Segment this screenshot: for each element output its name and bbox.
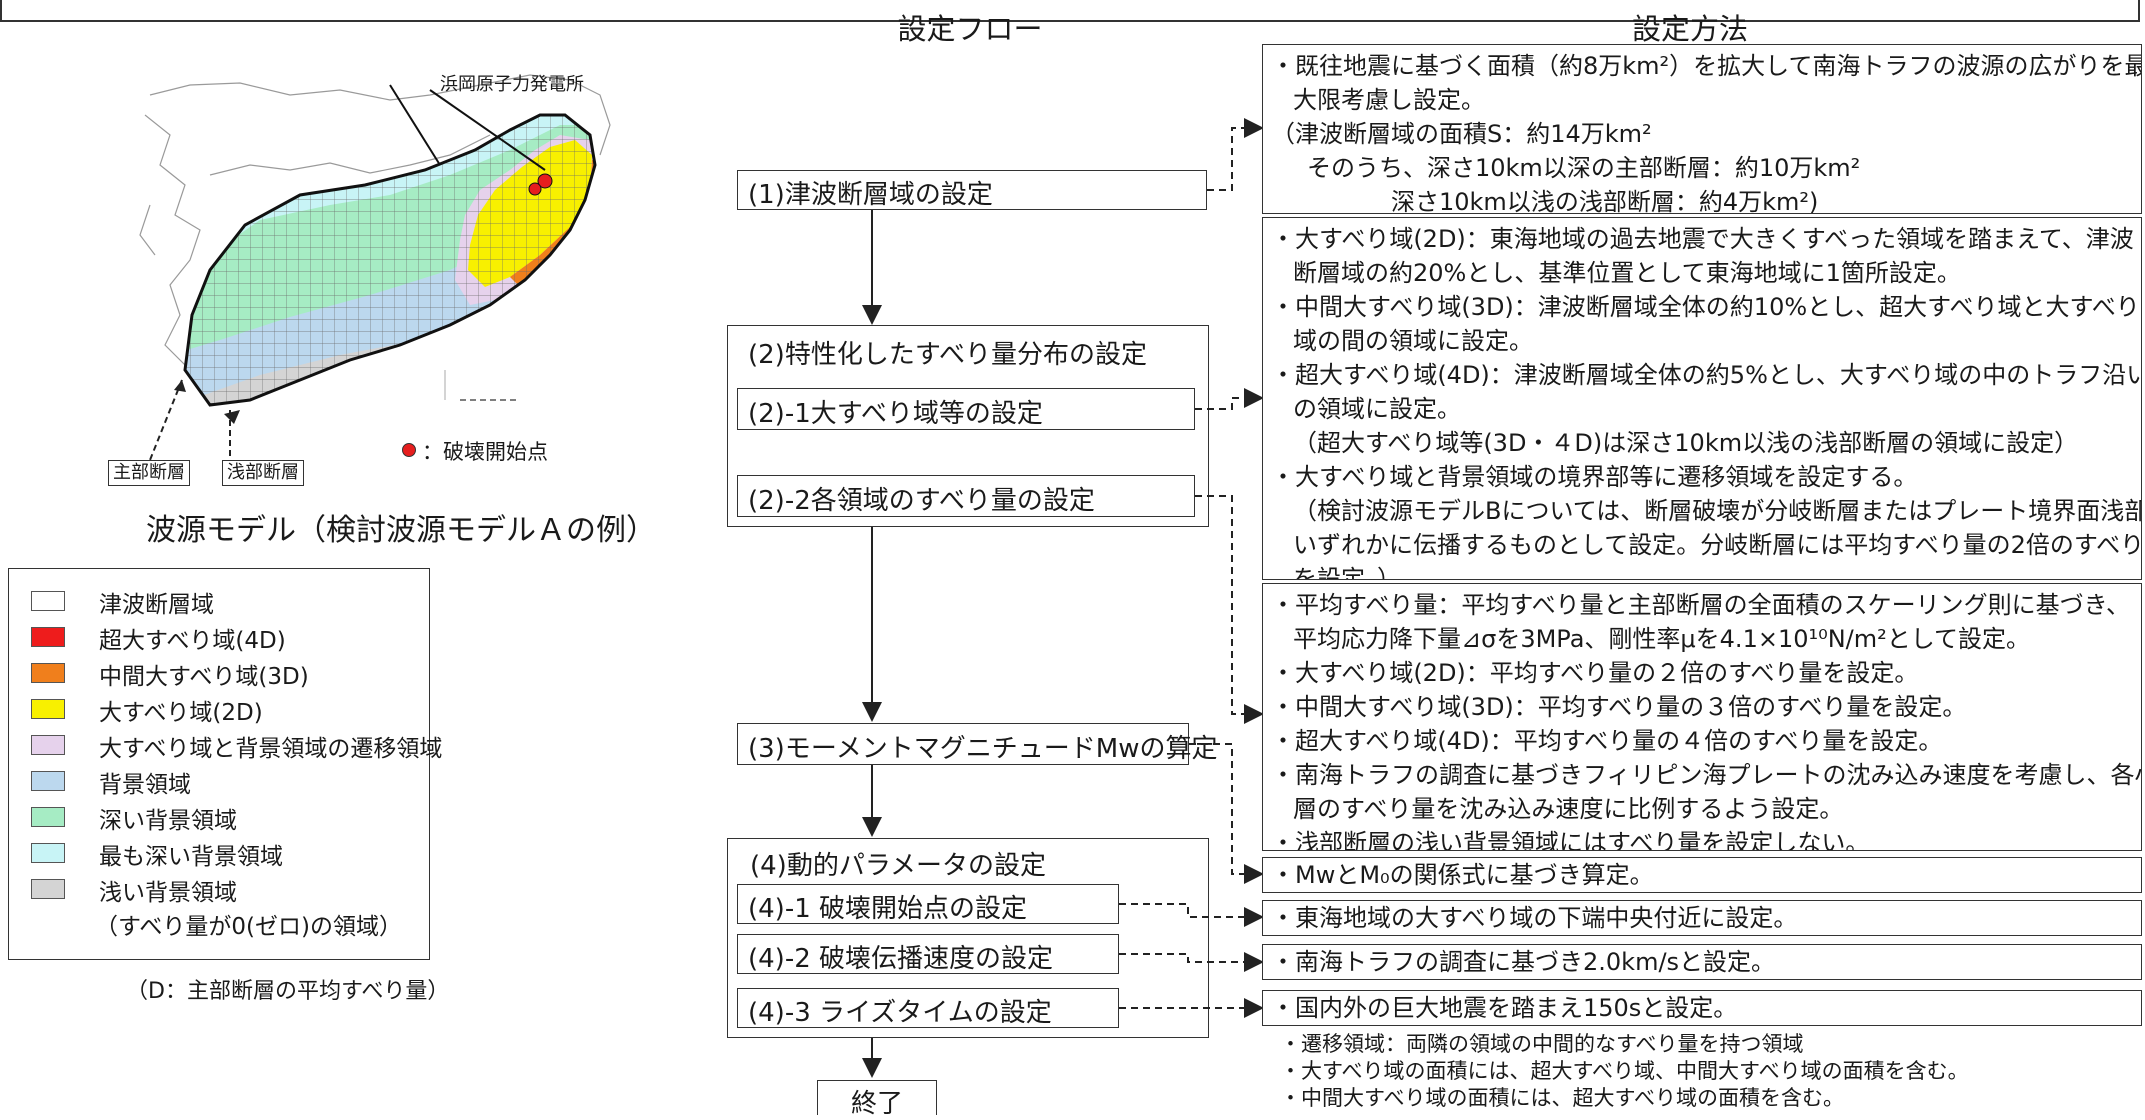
legend-swatch — [31, 879, 65, 899]
method-text: ・南海トラフの調査に基づき2.0km/sと設定。 — [1271, 948, 1776, 976]
legend-label: 超大すべり域(4D) — [99, 628, 286, 654]
tsunami-fault-outline — [183, 113, 597, 407]
method-box-4: ・MwとM₀の関係式に基づき算定。 — [1262, 857, 2142, 893]
legend-label: 深い背景領域 — [99, 808, 237, 834]
footnote-item: ・中間大すべり域の面積には、超大すべり域の面積を含む。 — [1280, 1086, 1845, 1110]
fault-leaders — [149, 379, 240, 461]
method-text: ・平均すべり量：平均すべり量と主部断層の全面積のスケーリング則に基づき、 — [1271, 591, 2130, 619]
legend-box: 津波断層域 超大すべり域(4D) 中間大すべり域(3D) 大すべり域(2D) 大… — [8, 568, 442, 960]
legend-swatch — [31, 843, 65, 863]
rupture-start-point — [528, 182, 542, 196]
main-fault-label: 主部断層 — [108, 460, 190, 486]
top-frame — [0, 0, 2140, 22]
method-text: ・大すべり域と背景領域の境界部等に遷移領域を設定する。 — [1271, 463, 1918, 491]
method-text: ・浅部断層の浅い背景領域にはすべり量を設定しない。 — [1271, 829, 1870, 851]
legend-label: 大すべり域と背景領域の遷移領域 — [99, 736, 443, 762]
method-text: そのうち、深さ10km以深の主部断層：約10万km² — [1307, 154, 1861, 182]
method-text: （津波断層域の面積S：約14万km² — [1271, 120, 1652, 148]
method-text: ・超大すべり域(4D)：平均すべり量の４倍のすべり量を設定。 — [1271, 727, 1943, 755]
flow-step-4-1-label: (4)-1 破壊開始点の設定 — [748, 894, 1028, 924]
method-box-3: ・平均すべり量：平均すべり量と主部断層の全面積のスケーリング則に基づき、 平均応… — [1262, 583, 2142, 851]
footnote-item: ・大すべり域の面積には、超大すべり域、中間大すべり域の面積を含む。 — [1280, 1059, 1969, 1083]
legend-swatch — [31, 807, 65, 827]
method-text: 断層域の約20%とし、基準位置として東海地域に1箇所設定。 — [1293, 259, 1961, 287]
method-text: ・中間大すべり域(3D)：津波断層域全体の約10%とし、超大すべり域と大すべり — [1271, 293, 2140, 321]
flow-step-3-label: (3)モーメントマグニチュードMwの算定 — [748, 734, 1218, 764]
flow-header: 設定フロー — [897, 12, 1043, 46]
flow-step-4-3-label: (4)-3 ライズタイムの設定 — [748, 998, 1052, 1028]
method-text: 層のすべり量を沈み込み速度に比例するよう設定。 — [1293, 795, 1844, 823]
plant-label: 浜岡原子力発電所 — [440, 74, 584, 95]
rupture-legend-text: ：破壊開始点 — [422, 440, 548, 464]
method-text: ・大すべり域(2D)：平均すべり量の２倍のすべり量を設定。 — [1271, 659, 1919, 687]
flow-step-4-label: (4)動的パラメータの設定 — [750, 851, 1047, 881]
method-box-5: ・東海地域の大すべり域の下端中央付近に設定。 — [1262, 900, 2142, 936]
legend-swatch — [31, 627, 65, 647]
method-text: 深さ10km以浅の浅部断層：約4万km²) — [1391, 188, 1819, 214]
legend-sub-label: （すべり量が0(ゼロ)の領域） — [95, 914, 402, 940]
legend-label: 背景領域 — [99, 772, 191, 798]
method-text: ・東海地域の大すべり域の下端中央付近に設定。 — [1271, 904, 1798, 932]
flow-step-4-2: (4)-2 破壊伝播速度の設定 — [737, 934, 1119, 974]
plant-leader-line — [389, 84, 441, 166]
method-text: ・大すべり域(2D)：東海地域の過去地震で大きくすべった領域を踏まえて、津波 — [1271, 225, 2134, 253]
method-text: いずれかに伝播するものとして設定。分岐断層には平均すべり量の2倍のすべり量 — [1293, 531, 2142, 559]
legend-label: 中間大すべり域(3D) — [99, 664, 309, 690]
shallow-fault-label: 浅部断層 — [222, 460, 304, 486]
legend-footnote: （D：主部断層の平均すべり量） — [126, 979, 450, 1004]
flow-step-2-label: (2)特性化したすべり量分布の設定 — [748, 340, 1148, 370]
method-text: ・既往地震に基づく面積（約8万km²）を拡大して南海トラフの波源の広がりを最 — [1271, 52, 2142, 80]
method-text: 域の間の領域に設定。 — [1293, 327, 1533, 355]
method-box-2: ・大すべり域(2D)：東海地域の過去地震で大きくすべった領域を踏まえて、津波 断… — [1262, 217, 2142, 580]
flow-step-3: (3)モーメントマグニチュードMwの算定 — [737, 723, 1218, 765]
flow-step-2-1: (2)-1大すべり域等の設定 — [737, 388, 1195, 430]
rupture-legend-dot — [402, 443, 416, 457]
legend-label: 浅い背景領域 — [99, 880, 237, 906]
method-text: 平均応力降下量⊿σを3MPa、剛性率μを4.1×10¹⁰N/m²として設定。 — [1293, 625, 2031, 653]
method-text: を設定。） — [1293, 565, 1401, 580]
flow-step-2-1-label: (2)-1大すべり域等の設定 — [748, 399, 1043, 429]
method-text: ・超大すべり域(4D)：津波断層域全体の約5%とし、大すべり域の中のトラフ沿い — [1271, 361, 2142, 389]
flow-step-2-2: (2)-2各領域のすべり量の設定 — [737, 475, 1195, 517]
method-text: ・中間大すべり域(3D)：平均すべり量の３倍のすべり量を設定。 — [1271, 693, 1967, 721]
method-text: ・MwとM₀の関係式に基づき算定。 — [1271, 861, 1654, 889]
flow-end: 終了 — [817, 1080, 937, 1119]
flow-step-1: (1)津波断層域の設定 — [737, 170, 1207, 210]
method-text: ・国内外の巨大地震を踏まえ150sと設定。 — [1271, 994, 1738, 1022]
method-header: 設定方法 — [1631, 12, 1748, 46]
wave-source-map — [139, 74, 611, 407]
legend-label: 最も深い背景領域 — [99, 844, 283, 870]
method-text: （検討波源モデルBについては、断層破壊が分岐断層またはプレート境界面浅部の — [1293, 497, 2142, 525]
legend-swatch — [31, 699, 65, 719]
legend-label: 大すべり域(2D) — [99, 700, 263, 726]
method-text: の領域に設定。 — [1293, 395, 1461, 423]
method-box-6: ・南海トラフの調査に基づき2.0km/sと設定。 — [1262, 944, 2142, 980]
method-text: ・南海トラフの調査に基づきフィリピン海プレートの沈み込み速度を考慮し、各小断 — [1271, 761, 2142, 789]
map-caption: 波源モデル（検討波源モデルＡの例） — [146, 513, 656, 548]
method-box-1: ・既往地震に基づく面積（約8万km²）を拡大して南海トラフの波源の広がりを最 大… — [1262, 44, 2142, 214]
footnotes: ・遷移領域：両隣の領域の中間的なすべり量を持つ領域 ・大すべり域の面積には、超大… — [1280, 1031, 1969, 1112]
flow-end-label: 終了 — [850, 1089, 903, 1119]
method-text: （超大すべり域等(3D・４D)は深さ10km以浅の浅部断層の領域に設定） — [1293, 429, 2079, 457]
method-text: 大限考慮し設定。 — [1293, 86, 1485, 114]
flow-step-1-label: (1)津波断層域の設定 — [748, 180, 993, 210]
legend-swatch — [31, 771, 65, 791]
footnote-item: ・遷移領域：両隣の領域の中間的なすべり量を持つ領域 — [1280, 1032, 1804, 1056]
legend-swatch — [31, 663, 65, 683]
flow-step-4-3: (4)-3 ライズタイムの設定 — [737, 988, 1119, 1028]
legend-swatch — [31, 735, 65, 755]
flow-step-2-2-label: (2)-2各領域のすべり量の設定 — [748, 486, 1095, 516]
method-box-7: ・国内外の巨大地震を踏まえ150sと設定。 — [1262, 990, 2142, 1026]
plant-marker — [537, 173, 553, 189]
flow-step-4-1: (4)-1 破壊開始点の設定 — [737, 884, 1119, 924]
legend-swatch — [31, 591, 65, 611]
flow-step-4-2-label: (4)-2 破壊伝播速度の設定 — [748, 944, 1054, 974]
legend-label: 津波断層域 — [99, 592, 214, 618]
